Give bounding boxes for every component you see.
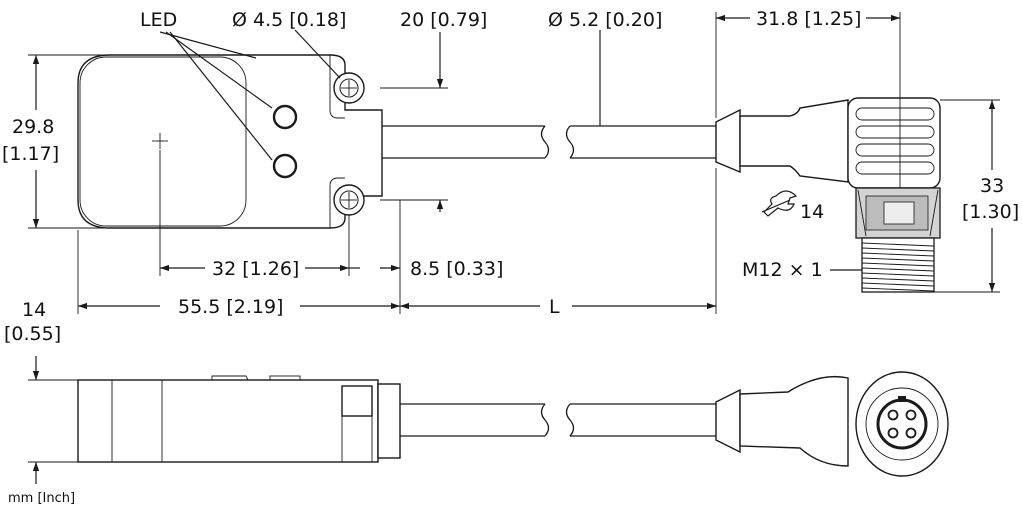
cable-side-view bbox=[400, 403, 718, 437]
label-units: mm [Inch] bbox=[8, 491, 75, 506]
sensor-top-view bbox=[77, 54, 383, 229]
label-cable-length: L bbox=[549, 296, 560, 318]
thread-line bbox=[861, 252, 935, 257]
connector-top-view bbox=[715, 92, 941, 293]
label-connector-height-mm: 33 bbox=[980, 175, 1004, 197]
label-height-mm: 29.8 bbox=[12, 116, 54, 138]
thread-line bbox=[861, 257, 935, 262]
dimension-lines bbox=[28, 12, 1000, 484]
thread-line bbox=[861, 282, 935, 287]
m12-thread bbox=[861, 237, 935, 293]
led-lower bbox=[272, 153, 298, 179]
label-body-length: 55.5 [2.19] bbox=[178, 296, 283, 318]
wrench-icon bbox=[763, 190, 798, 217]
label-led: LED bbox=[140, 9, 177, 31]
thread-line bbox=[861, 287, 935, 292]
thread-line bbox=[861, 247, 935, 252]
socket-face bbox=[876, 398, 928, 450]
dimension-labels: LED Ø 4.5 [0.18] 20 [0.79] Ø 5.2 [0.20] … bbox=[2, 8, 1019, 506]
thread-line bbox=[861, 262, 935, 267]
label-hole-offset: 20 [0.79] bbox=[400, 9, 487, 31]
label-thickness-mm: 14 bbox=[22, 299, 46, 321]
label-hole-spacing: 32 [1.26] bbox=[212, 258, 299, 280]
thread-line bbox=[861, 272, 935, 277]
label-cable-dia: Ø 5.2 [0.20] bbox=[548, 9, 662, 31]
connector-side-view bbox=[715, 371, 949, 477]
label-thickness-in: [0.55] bbox=[4, 323, 61, 345]
thread-line bbox=[861, 267, 935, 272]
label-height-in: [1.17] bbox=[2, 143, 59, 165]
cable-top-view bbox=[382, 125, 718, 159]
label-wrench-size: 14 bbox=[800, 201, 824, 223]
label-connector-length: 31.8 [1.25] bbox=[756, 8, 861, 30]
thread-line bbox=[861, 242, 935, 247]
thread-line bbox=[861, 277, 935, 282]
label-thread: M12 × 1 bbox=[742, 259, 823, 281]
sensor-side-view bbox=[77, 375, 401, 463]
label-hole-edge: 8.5 [0.33] bbox=[410, 258, 503, 280]
label-hole-dia: Ø 4.5 [0.18] bbox=[232, 9, 346, 31]
label-connector-height-in: [1.30] bbox=[962, 201, 1019, 223]
led-upper bbox=[272, 104, 298, 130]
